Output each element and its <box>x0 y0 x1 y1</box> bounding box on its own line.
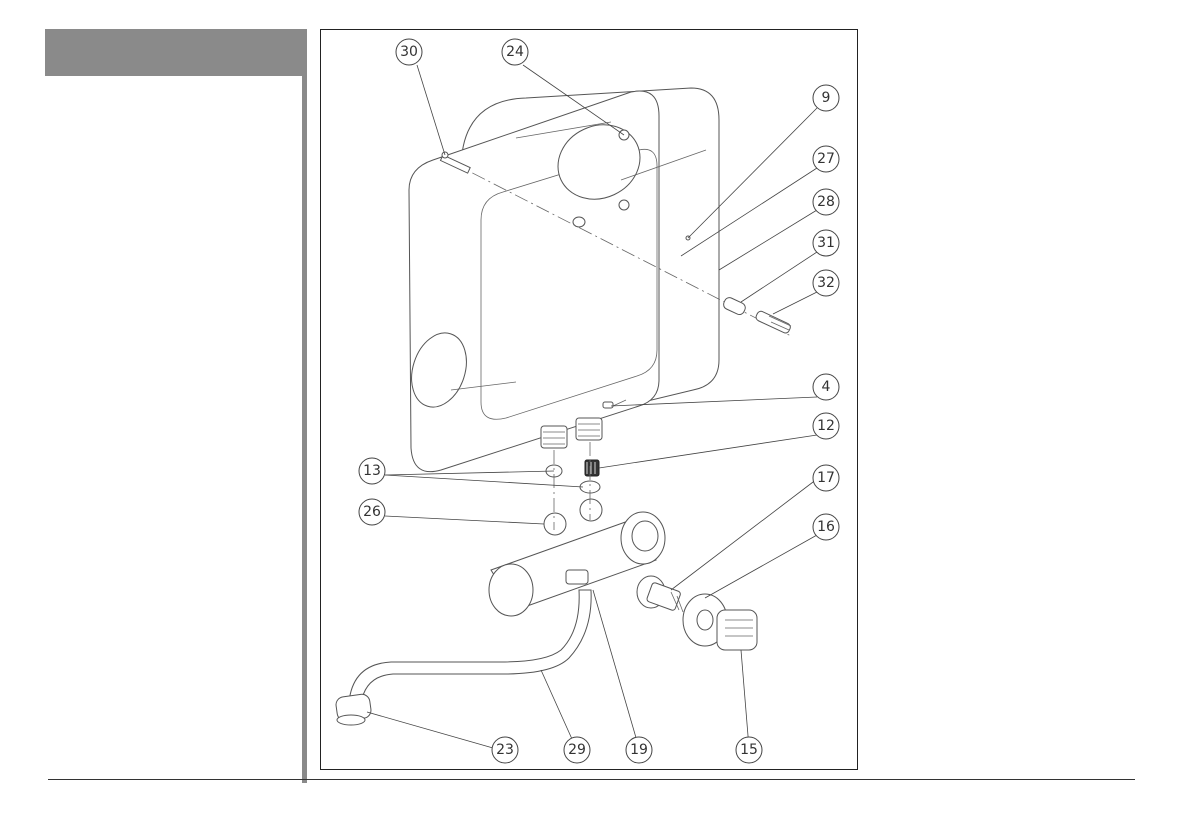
callout-24: 24 <box>502 39 528 65</box>
callout-19: 19 <box>626 737 652 763</box>
callout-29: 29 <box>564 737 590 763</box>
svg-text:26: 26 <box>363 504 381 520</box>
callout-28: 28 <box>813 189 839 215</box>
svg-text:19: 19 <box>630 742 648 758</box>
sidebar-divider-bar <box>302 76 307 783</box>
water-inlet-fitting-right <box>576 418 602 440</box>
svg-text:30: 30 <box>400 44 418 60</box>
callout-32: 32 <box>813 270 839 296</box>
adapter-17 <box>637 576 683 612</box>
svg-text:28: 28 <box>817 194 835 210</box>
callout-12: 12 <box>813 413 839 439</box>
mounting-hole-right <box>619 200 629 210</box>
svg-text:16: 16 <box>817 519 835 535</box>
svg-text:24: 24 <box>506 44 524 60</box>
callout-13: 13 <box>359 458 385 484</box>
svg-text:13: 13 <box>363 463 381 479</box>
exploded-view-drawing: 30 24 9 27 28 31 32 4 12 13 17 26 16 23 … <box>321 30 859 771</box>
svg-text:23: 23 <box>496 742 514 758</box>
filter-12 <box>585 460 599 476</box>
fitting-15 <box>717 610 757 650</box>
callout-23: 23 <box>492 737 518 763</box>
svg-text:32: 32 <box>817 275 835 291</box>
svg-text:17: 17 <box>817 470 835 486</box>
callout-17: 17 <box>813 465 839 491</box>
svg-text:29: 29 <box>568 742 586 758</box>
callout-30: 30 <box>396 39 422 65</box>
callout-16: 16 <box>813 514 839 540</box>
callout-4: 4 <box>813 374 839 400</box>
callout-9: 9 <box>813 85 839 111</box>
water-inlet-fitting-left <box>541 426 567 448</box>
svg-text:4: 4 <box>822 379 831 395</box>
spout-pipe-29 <box>349 590 591 704</box>
svg-text:9: 9 <box>822 90 831 106</box>
exploded-view-figure: 30 24 9 27 28 31 32 4 12 13 17 26 16 23 … <box>320 29 858 770</box>
aerator-23 <box>335 693 372 725</box>
callout-27: 27 <box>813 146 839 172</box>
callout-26: 26 <box>359 499 385 525</box>
svg-text:31: 31 <box>817 235 835 251</box>
svg-text:12: 12 <box>817 418 835 434</box>
callout-31: 31 <box>813 230 839 256</box>
section-header-block <box>45 29 307 76</box>
svg-text:15: 15 <box>740 742 758 758</box>
nut-26 <box>544 499 602 535</box>
callout-15: 15 <box>736 737 762 763</box>
svg-text:27: 27 <box>817 151 835 167</box>
footer-rule <box>48 779 1135 780</box>
wall-plug-31 <box>722 296 747 316</box>
